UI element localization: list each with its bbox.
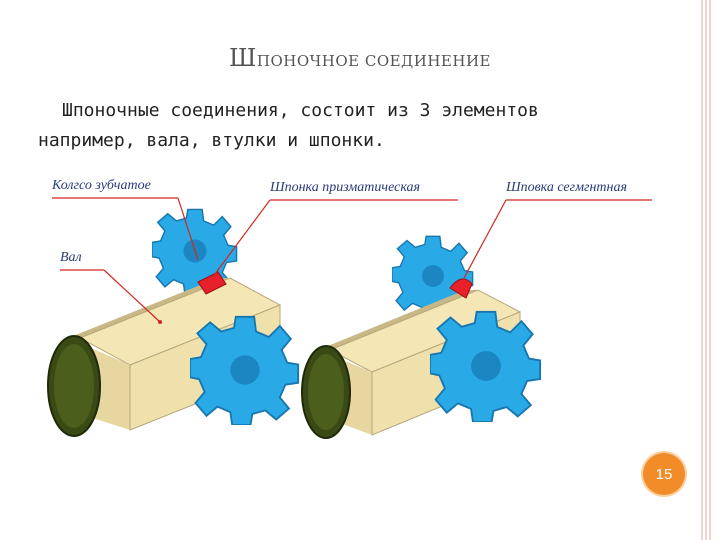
label-shaft: Вал [60,250,82,265]
body-line-1: Шпоночные соединения, состоит из 3 элеме… [62,100,539,121]
label-segment-key: Шповка сегмгнтная [506,180,627,195]
body-line-2: например, вала, втулки и шпонки. [38,130,385,151]
title-rest: ПОНОЧНОЕ СОЕДИНЕНИЕ [256,52,491,70]
left-front-gear [190,315,300,425]
left-prismatic-key [197,271,227,295]
right-assembly [301,235,542,439]
slide-title: ШПОНОЧНОЕ СОЕДИНЕНИЕ [0,44,720,72]
right-segment-key [449,278,473,299]
key-joint-figure: Колгсо зубчатое Шпонка призматическая Шп… [0,160,720,465]
decorative-edge-lines [701,0,711,540]
page-number-badge: 15 [643,453,685,495]
label-gear: Колгсо зубчатое [52,178,151,193]
left-assembly [47,208,300,437]
leader-lines [52,197,652,323]
title-first-letter: Ш [229,44,257,72]
label-prismatic-key: Шпонка призматическая [270,180,421,195]
right-front-gear [430,310,542,422]
body-text: Шпоночные соединения, состоит из 3 элеме… [38,96,658,156]
key-joint-illustration [47,197,652,439]
